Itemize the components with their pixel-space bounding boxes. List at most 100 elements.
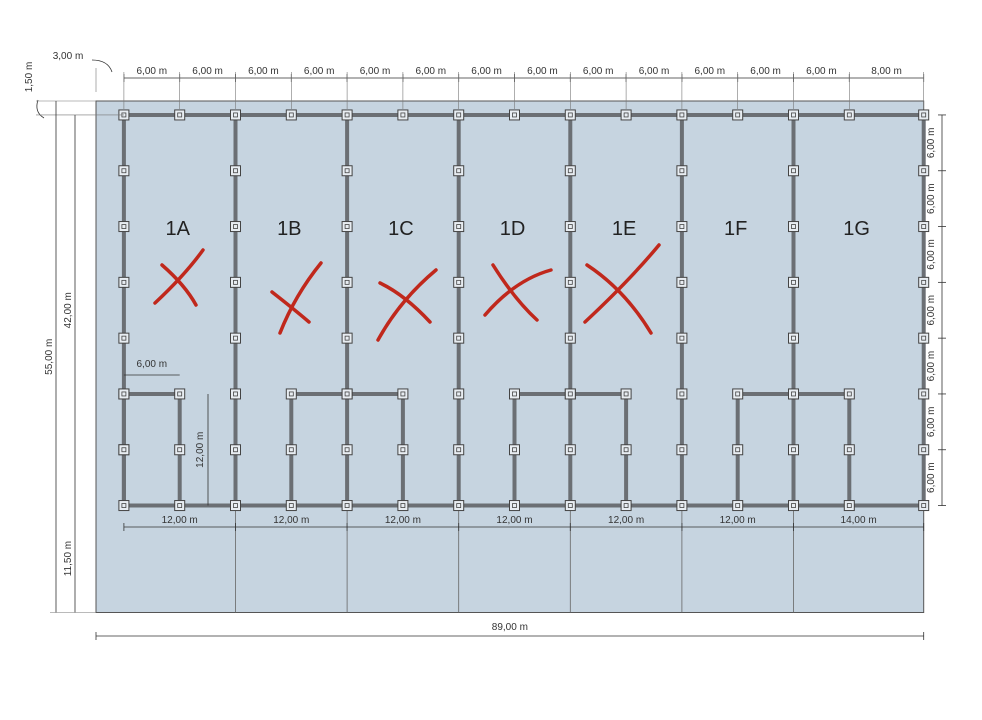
post-outline	[676, 332, 688, 344]
column-post	[341, 109, 353, 121]
column-post	[564, 388, 576, 400]
column-post	[732, 388, 744, 400]
column-post	[230, 444, 241, 456]
cross-stroke	[160, 263, 198, 307]
post-core	[233, 447, 238, 453]
column-post	[174, 109, 186, 121]
post-outline	[509, 500, 520, 512]
post-outline	[397, 109, 409, 121]
cross-mark-icon	[376, 268, 438, 342]
post-outline	[564, 165, 576, 177]
column-post	[843, 500, 855, 512]
post-outline	[230, 221, 241, 233]
post-outline	[564, 500, 576, 512]
post-outline	[788, 500, 799, 512]
column-post	[118, 165, 130, 177]
annex-height-label: 12,00 m	[195, 432, 206, 468]
post-core	[233, 279, 238, 285]
post-outline	[918, 388, 930, 400]
top-spacing-label: 6,00 m	[248, 66, 279, 77]
post-outline	[509, 388, 520, 400]
post-outline	[341, 109, 353, 121]
column-post	[118, 332, 130, 344]
post-outline	[118, 388, 130, 400]
post-outline	[564, 332, 576, 344]
left-offset-label: 1,50 m	[24, 62, 35, 93]
column-post	[564, 332, 576, 344]
column-post	[788, 276, 799, 288]
post-outline	[453, 165, 465, 177]
column-post	[341, 500, 353, 512]
post-outline	[676, 221, 688, 233]
column-post	[230, 388, 241, 400]
post-outline	[230, 332, 241, 344]
column-post	[285, 388, 297, 400]
post-outline	[341, 500, 353, 512]
cross-mark-icon	[483, 263, 553, 322]
unit-label: 1E	[612, 218, 636, 240]
post-core	[400, 447, 406, 453]
post-core	[567, 447, 573, 453]
post-core	[456, 335, 462, 341]
post-outline	[341, 276, 353, 288]
column-post	[397, 109, 409, 121]
post-outline	[453, 388, 465, 400]
post-outline	[285, 500, 297, 512]
column-post	[341, 221, 353, 233]
post-core	[288, 447, 294, 453]
post-outline	[788, 165, 799, 177]
post-outline	[732, 444, 744, 456]
post-core	[623, 391, 629, 397]
post-outline	[397, 388, 409, 400]
post-outline	[453, 500, 465, 512]
post-outline	[788, 388, 799, 400]
column-post	[564, 276, 576, 288]
post-outline	[732, 388, 744, 400]
post-core	[288, 112, 294, 118]
column-post	[230, 165, 241, 177]
post-outline	[918, 276, 930, 288]
top-spacing-label: 6,00 m	[360, 66, 391, 77]
post-outline	[174, 388, 186, 400]
column-post	[843, 444, 855, 456]
post-core	[233, 112, 238, 118]
post-core	[512, 391, 517, 397]
post-core	[456, 112, 462, 118]
post-core	[567, 503, 573, 508]
post-core	[679, 391, 685, 397]
column-post	[453, 388, 465, 400]
post-core	[344, 279, 350, 285]
post-outline	[564, 276, 576, 288]
top-spacing-label: 6,00 m	[639, 66, 670, 77]
post-outline	[918, 221, 930, 233]
post-core	[623, 112, 629, 118]
cross-stroke	[278, 261, 323, 335]
column-post	[918, 221, 930, 233]
column-post	[453, 444, 465, 456]
top-spacing-label: 6,00 m	[471, 66, 502, 77]
post-core	[679, 168, 685, 174]
post-core	[233, 335, 238, 341]
column-post	[509, 388, 520, 400]
column-post	[174, 388, 186, 400]
post-core	[921, 168, 927, 174]
post-core	[512, 447, 517, 453]
post-core	[567, 224, 573, 229]
post-core	[456, 391, 462, 397]
column-post	[843, 388, 855, 400]
post-outline	[453, 444, 465, 456]
column-post	[285, 109, 297, 121]
column-post	[564, 444, 576, 456]
post-outline	[732, 500, 744, 512]
cross-mark-icon	[270, 261, 323, 335]
post-core	[233, 224, 238, 229]
post-outline	[843, 109, 855, 121]
post-core	[344, 335, 350, 341]
post-core	[344, 224, 350, 229]
column-post	[918, 332, 930, 344]
post-outline	[676, 109, 688, 121]
post-core	[921, 224, 927, 229]
column-post	[230, 109, 241, 121]
post-outline	[397, 500, 409, 512]
column-post	[341, 444, 353, 456]
